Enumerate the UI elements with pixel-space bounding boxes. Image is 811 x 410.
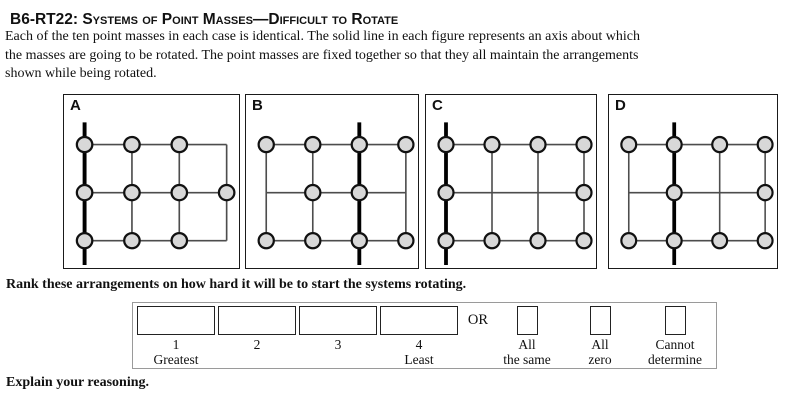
explain-prompt: Explain your reasoning. (6, 375, 150, 390)
rank-slot-2-number: 2 (253, 337, 261, 352)
rank-slot-4-sublabel: Least (404, 352, 434, 367)
point-mass (620, 135, 638, 154)
point-mass (170, 183, 189, 202)
point-mass (620, 231, 638, 250)
option-label: Cannot (655, 337, 695, 352)
point-mass (437, 135, 455, 154)
rank-slot-1-number: 1 (172, 337, 180, 352)
option-cannot-determine: Cannot determine (620, 306, 730, 367)
point-mass (575, 231, 593, 250)
point-mass (123, 231, 141, 250)
point-mass (170, 231, 189, 250)
figure-drawing-B (257, 122, 415, 265)
option-label: All (591, 337, 609, 352)
point-mass (437, 231, 455, 250)
figure-panel-letter: B (252, 97, 263, 114)
point-mass (75, 135, 94, 154)
point-mass (483, 231, 501, 250)
option-all-zero: All zero (545, 306, 655, 367)
point-mass (350, 231, 369, 250)
point-mass (756, 135, 774, 154)
option-all-zero-checkbox[interactable] (589, 306, 611, 335)
point-mass (123, 183, 141, 202)
option-all-the-same: All the same (472, 306, 582, 367)
figure-panel-letter: A (70, 97, 81, 114)
point-mass (711, 135, 729, 154)
figure-drawing-D (620, 122, 774, 265)
point-mass (575, 183, 593, 202)
option-label: the same (503, 352, 551, 367)
option-label: zero (588, 352, 612, 367)
point-mass (529, 231, 547, 250)
point-mass (217, 183, 236, 202)
point-mass (529, 135, 547, 154)
figure-drawing-A (75, 122, 236, 265)
point-mass (756, 231, 774, 250)
rank-slot-3-box[interactable] (299, 306, 377, 335)
point-mass (257, 231, 275, 250)
option-label: determine (648, 352, 702, 367)
point-mass (397, 135, 415, 154)
rank-slot-2: 2 (218, 306, 296, 352)
point-mass (575, 135, 593, 154)
rank-slot-1: 1 Greatest (137, 306, 215, 367)
rank-slot-1-box[interactable] (137, 306, 215, 335)
rank-slot-3-number: 3 (334, 337, 342, 352)
rank-slot-2-box[interactable] (218, 306, 296, 335)
ranking-answer-area: 1 Greatest 2 3 4 Least OR All the same A… (132, 302, 717, 369)
point-mass (123, 135, 141, 154)
point-mass (257, 135, 275, 154)
point-mass (711, 231, 729, 250)
figure-panel-C: C (425, 94, 597, 269)
figure-drawing-C (437, 122, 593, 265)
rank-slot-1-sublabel: Greatest (153, 352, 199, 367)
point-mass (304, 135, 322, 154)
rank-slot-4-number: 4 (415, 337, 423, 352)
point-mass (75, 183, 94, 202)
point-mass (350, 183, 369, 202)
figure-panel-B: B (245, 94, 419, 269)
point-mass (756, 183, 774, 202)
point-mass (665, 135, 683, 154)
point-mass (170, 135, 189, 154)
rank-slot-4-box[interactable] (380, 306, 458, 335)
figure-panel-A: A (63, 94, 240, 269)
point-mass (304, 231, 322, 250)
point-mass (304, 183, 322, 202)
rank-slot-3: 3 (299, 306, 377, 352)
description-line: Each of the ten point masses in each cas… (5, 29, 640, 44)
rank-slot-4: 4 Least (380, 306, 458, 367)
point-mass (665, 231, 683, 250)
or-label: OR (467, 312, 489, 328)
option-all-the-same-checkbox[interactable] (516, 306, 538, 335)
problem-description: Each of the ten point masses in each cas… (5, 28, 640, 84)
ranking-prompt: Rank these arrangements on how hard it w… (6, 277, 467, 292)
option-label: All (518, 337, 536, 352)
point-mass (665, 183, 683, 202)
point-mass (397, 231, 415, 250)
point-mass (75, 231, 94, 250)
point-mass (350, 135, 369, 154)
option-cannot-determine-checkbox[interactable] (664, 306, 686, 335)
figure-panel-letter: C (432, 97, 443, 114)
description-line: shown while being rotated. (5, 66, 157, 81)
point-mass (483, 135, 501, 154)
figure-panel-letter: D (615, 97, 626, 114)
figure-panel-D: D (608, 94, 778, 269)
page-title: B6-RT22: Systems of Point Masses—Difficu… (10, 11, 399, 28)
description-line: the masses are going to be rotated. The … (5, 47, 639, 63)
point-mass (437, 183, 455, 202)
